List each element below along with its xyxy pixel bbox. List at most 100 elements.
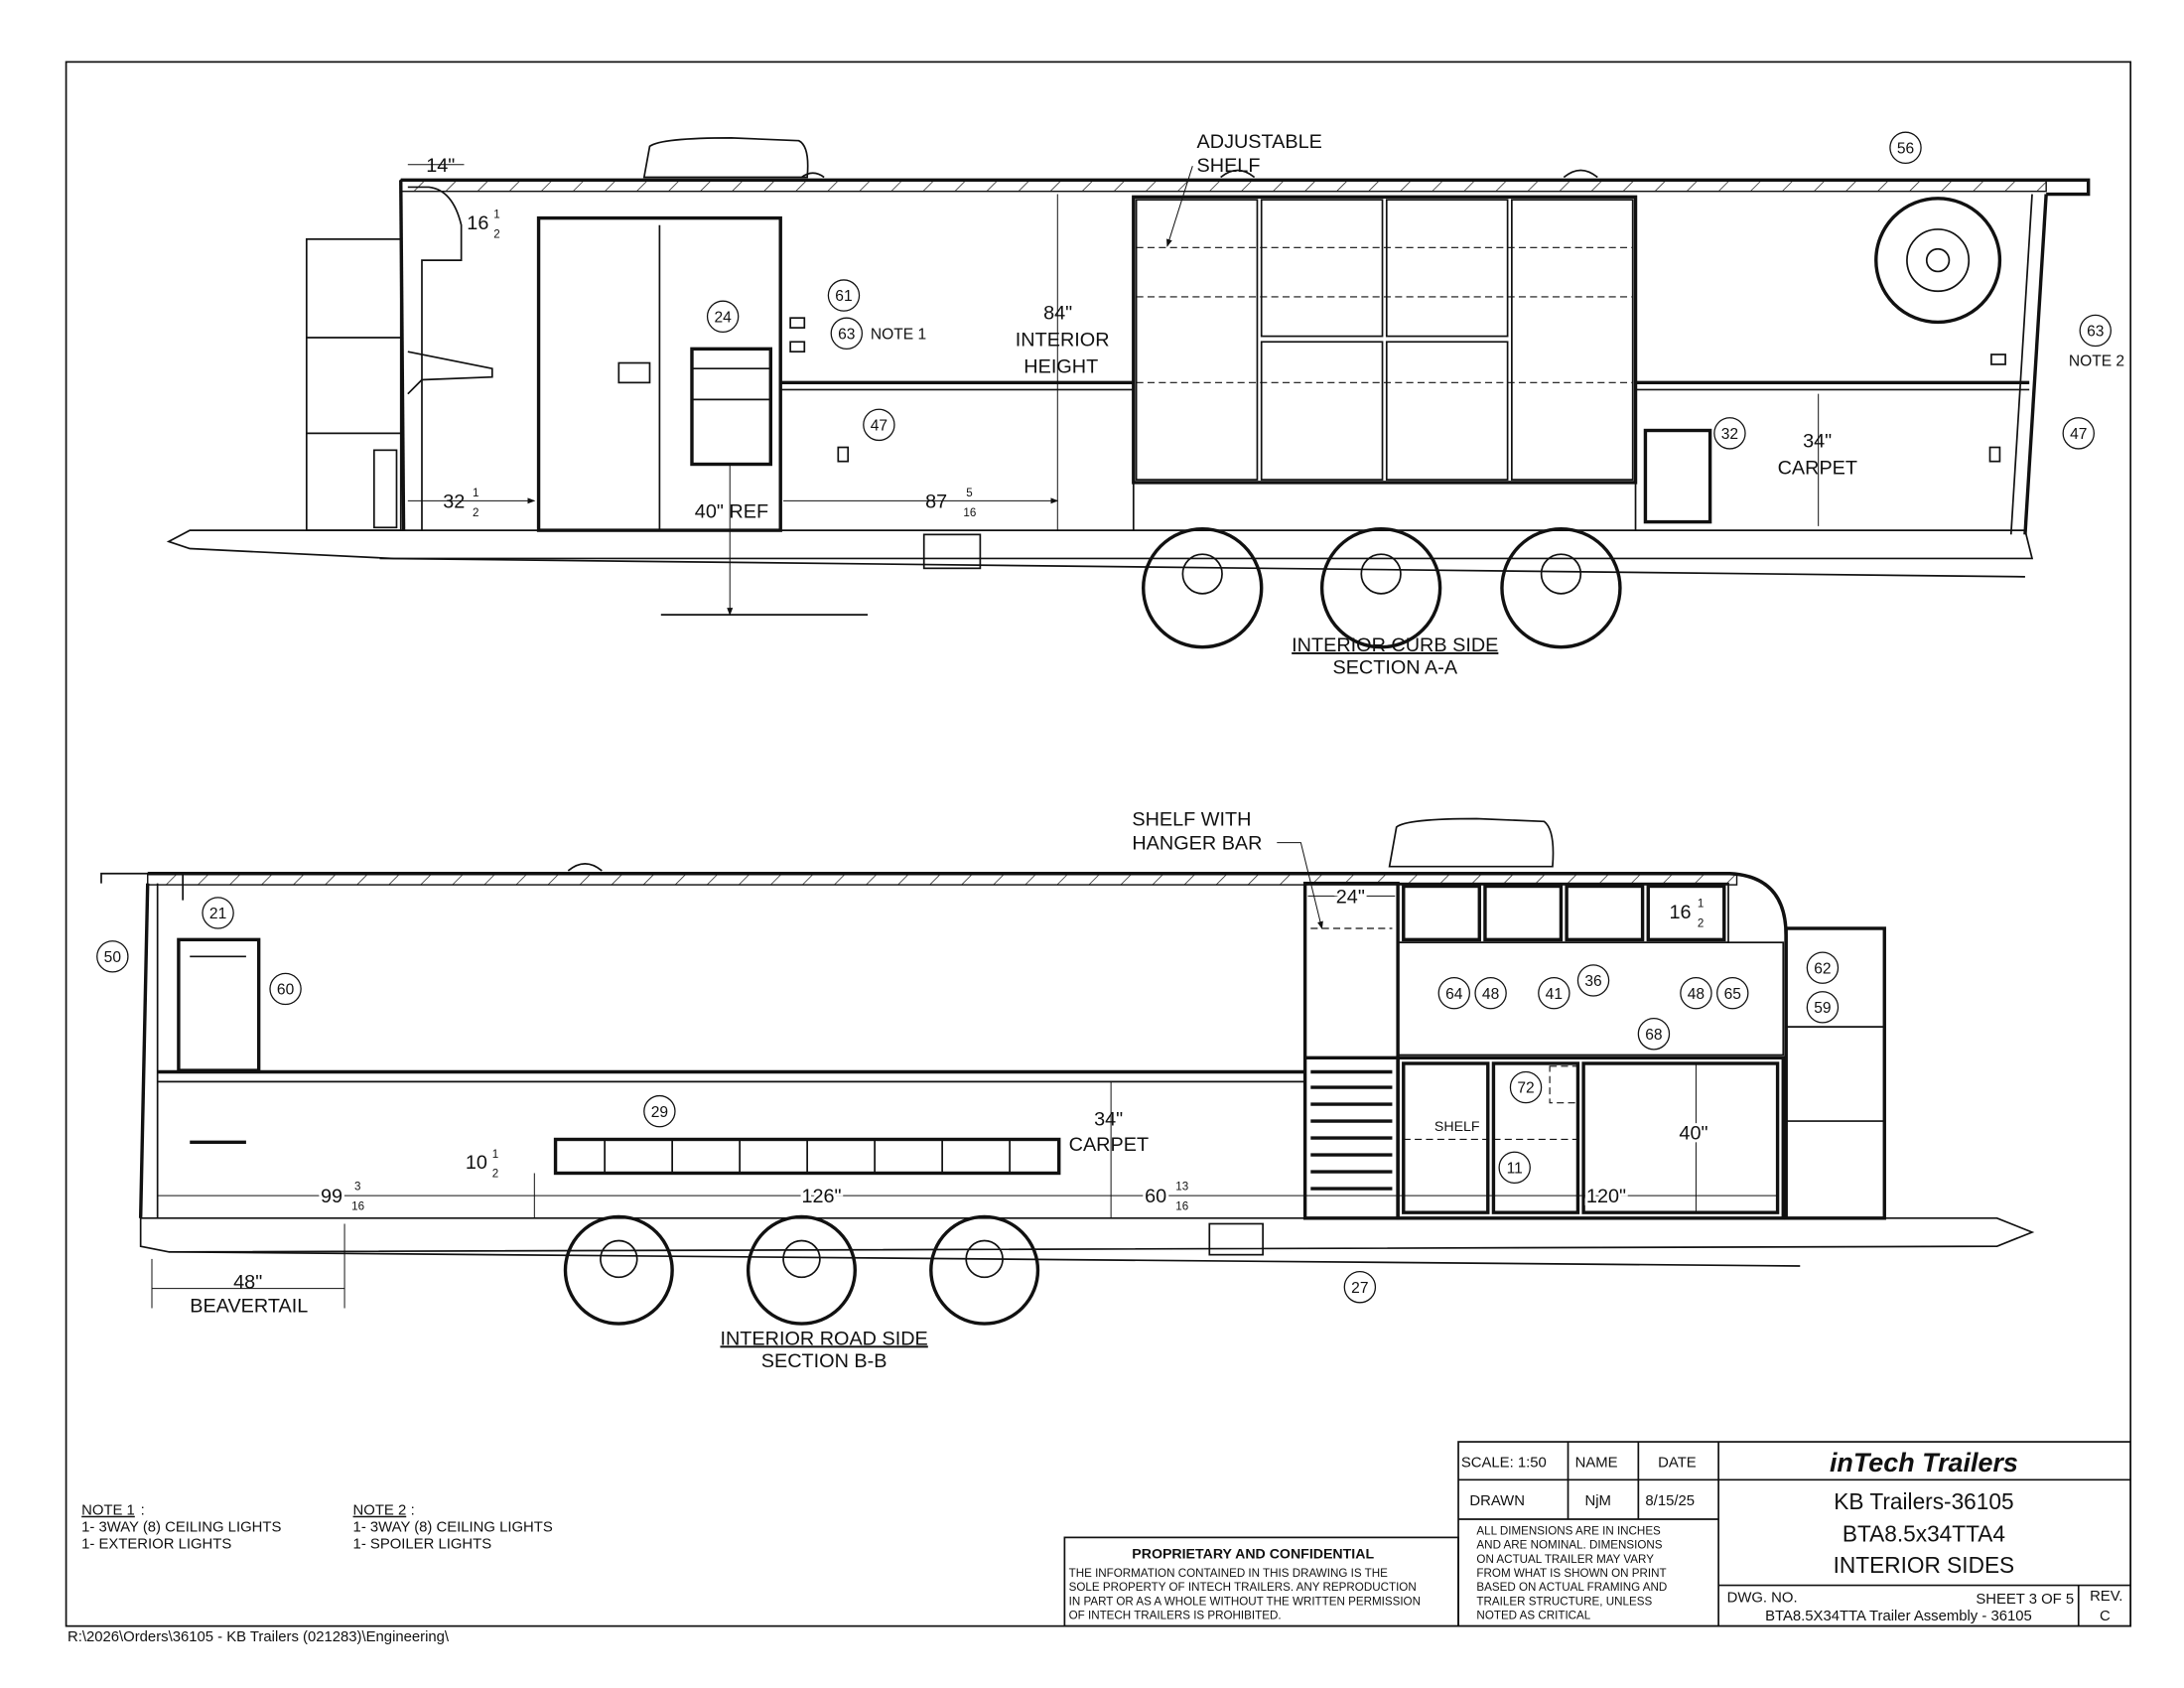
proprietary-title: PROPRIETARY AND CONFIDENTIAL xyxy=(1132,1547,1374,1563)
svg-text:50: 50 xyxy=(104,949,122,966)
drawn-name: NjM xyxy=(1585,1493,1611,1509)
road-side-cabinets xyxy=(1302,881,1785,1220)
svg-text:41: 41 xyxy=(1546,986,1563,1003)
adjustable-shelf-label: ADJUSTABLE xyxy=(1197,131,1322,153)
svg-text::: : xyxy=(141,1503,145,1519)
entry-door xyxy=(536,215,782,532)
svg-text:29: 29 xyxy=(651,1104,668,1121)
svg-text:16: 16 xyxy=(1175,1199,1188,1212)
svg-text:48: 48 xyxy=(1482,986,1499,1003)
svg-text:32: 32 xyxy=(443,491,465,512)
svg-text:64: 64 xyxy=(1445,986,1463,1003)
balloon: 36 xyxy=(1576,964,1610,997)
balloon: 62 xyxy=(1806,951,1840,984)
balloon: 48 xyxy=(1680,976,1712,1010)
svg-text:60: 60 xyxy=(1145,1186,1166,1207)
svg-text:47: 47 xyxy=(871,418,887,435)
svg-text:ON ACTUAL TRAILER MAY VARY: ON ACTUAL TRAILER MAY VARY xyxy=(1476,1553,1654,1566)
rev-label: REV. xyxy=(2090,1589,2122,1605)
balloon: 61 xyxy=(827,279,861,312)
dim-120: 120" xyxy=(1586,1186,1626,1207)
dim-14: 14" xyxy=(426,155,455,177)
wall-cabinet-24 xyxy=(690,347,773,467)
axles xyxy=(1142,526,1622,649)
beavertail-label: BEAVERTAIL xyxy=(190,1296,308,1318)
dwg-number: BTA8.5X34TTA Trailer Assembly - 36105 xyxy=(1765,1609,2032,1624)
spare-tire-56 xyxy=(1874,197,2002,325)
balloon: 59 xyxy=(1806,991,1840,1024)
svg-text:60: 60 xyxy=(277,982,295,999)
svg-text:27: 27 xyxy=(1351,1280,1368,1297)
balloon: 50 xyxy=(96,940,129,973)
dim-48-beavertail: 48" xyxy=(233,1272,262,1294)
svg-text:1: 1 xyxy=(473,487,478,499)
title-line: INTERIOR SIDES xyxy=(1834,1552,2015,1578)
shelf-hanger-label: SHELF WITH xyxy=(1132,809,1251,831)
title-block: PROPRIETARY AND CONFIDENTIAL THE INFORMA… xyxy=(1063,1441,2132,1627)
shelf-label: SHELF xyxy=(1434,1119,1480,1135)
balloon: 56 xyxy=(1889,131,1922,164)
svg-text:62: 62 xyxy=(1814,960,1831,977)
file-path: R:\2026\Orders\36105 - KB Trailers (0212… xyxy=(68,1629,450,1645)
balloon: 48 xyxy=(1474,976,1507,1010)
section-b-title: INTERIOR ROAD SIDE xyxy=(720,1328,927,1349)
interior-height-label: INTERIOR xyxy=(1016,330,1110,352)
dwg-no-label: DWG. NO. xyxy=(1727,1591,1798,1607)
dim-16-half: 16 1 2 xyxy=(467,209,499,241)
name-header: NAME xyxy=(1575,1456,1618,1472)
svg-text:FROM WHAT IS SHOWN ON PRINT: FROM WHAT IS SHOWN ON PRINT xyxy=(1476,1567,1666,1580)
svg-text:TRAILER STRUCTURE, UNLESS: TRAILER STRUCTURE, UNLESS xyxy=(1476,1595,1652,1608)
svg-text:16: 16 xyxy=(963,506,976,519)
svg-text:BASED ON ACTUAL FRAMING AND: BASED ON ACTUAL FRAMING AND xyxy=(1476,1581,1667,1594)
dim-126: 126" xyxy=(801,1186,841,1207)
wheel-chock-rail-29 xyxy=(553,1137,1061,1176)
balloon: 47 xyxy=(863,408,895,442)
dim-32-half: 32 1 2 xyxy=(443,487,478,519)
balloon: 27 xyxy=(1343,1271,1377,1304)
dim-40-ref: 40" REF xyxy=(695,500,768,522)
svg-text:59: 59 xyxy=(1814,1000,1831,1017)
note1-line: 1- 3WAY (8) CEILING LIGHTS xyxy=(81,1520,281,1536)
section-b-subtitle: SECTION B-B xyxy=(761,1350,887,1372)
note1-title: NOTE 1 xyxy=(81,1503,135,1519)
roof-ac-unit xyxy=(642,137,809,179)
balloon: 24 xyxy=(706,300,740,333)
drawn-date: 8/15/25 xyxy=(1645,1493,1695,1509)
svg-text:ALL DIMENSIONS ARE IN INCHES: ALL DIMENSIONS ARE IN INCHES xyxy=(1476,1525,1661,1538)
title-line: BTA8.5x34TTA4 xyxy=(1843,1521,2005,1547)
svg-text:21: 21 xyxy=(209,906,226,922)
dim-40: 40" xyxy=(1679,1122,1707,1144)
svg-text::: : xyxy=(411,1503,415,1519)
note2-line: 1- SPOILER LIGHTS xyxy=(353,1537,492,1553)
svg-text:2: 2 xyxy=(493,227,499,240)
roof-ac-unit xyxy=(1388,817,1555,868)
svg-text:36: 36 xyxy=(1584,973,1601,990)
note1-line: 1- EXTERIOR LIGHTS xyxy=(81,1537,231,1553)
dim-16-half-cabinet: 16 1 2 xyxy=(1670,898,1705,930)
svg-text:1: 1 xyxy=(1698,898,1704,911)
svg-text:63: 63 xyxy=(2087,324,2104,341)
svg-text:24: 24 xyxy=(714,309,732,326)
svg-text:2: 2 xyxy=(1698,917,1704,930)
svg-text:2: 2 xyxy=(473,506,478,519)
balloon: 29 xyxy=(643,1094,676,1128)
note2-line: 1- 3WAY (8) CEILING LIGHTS xyxy=(353,1520,553,1536)
dim-34-carpet: 34" xyxy=(1803,431,1832,453)
sheet-number: SHEET 3 OF 5 xyxy=(1976,1592,2074,1608)
svg-text:1: 1 xyxy=(492,1148,498,1161)
dim-24: 24" xyxy=(1336,886,1365,908)
road-side-section: SHELF WITH HANGER BAR 24" 16 1 2 34" CAR… xyxy=(96,809,2035,1372)
balloon: 47 xyxy=(2062,417,2095,450)
dim-84: 84" xyxy=(1043,303,1072,325)
rev-value: C xyxy=(2100,1609,2111,1624)
svg-text:OF INTECH TRAILERS IS PROHIBI: OF INTECH TRAILERS IS PROHIBITED. xyxy=(1069,1610,1282,1622)
carpet-label: CARPET xyxy=(1069,1134,1149,1156)
svg-text:65: 65 xyxy=(1724,986,1742,1003)
balloon: 65 xyxy=(1716,976,1749,1010)
svg-text:63: 63 xyxy=(838,326,855,343)
svg-text:61: 61 xyxy=(835,288,852,305)
balloon: 72 xyxy=(1509,1070,1543,1104)
curb-side-cabinets xyxy=(1132,195,1638,531)
section-a-subtitle: SECTION A-A xyxy=(1332,657,1457,679)
